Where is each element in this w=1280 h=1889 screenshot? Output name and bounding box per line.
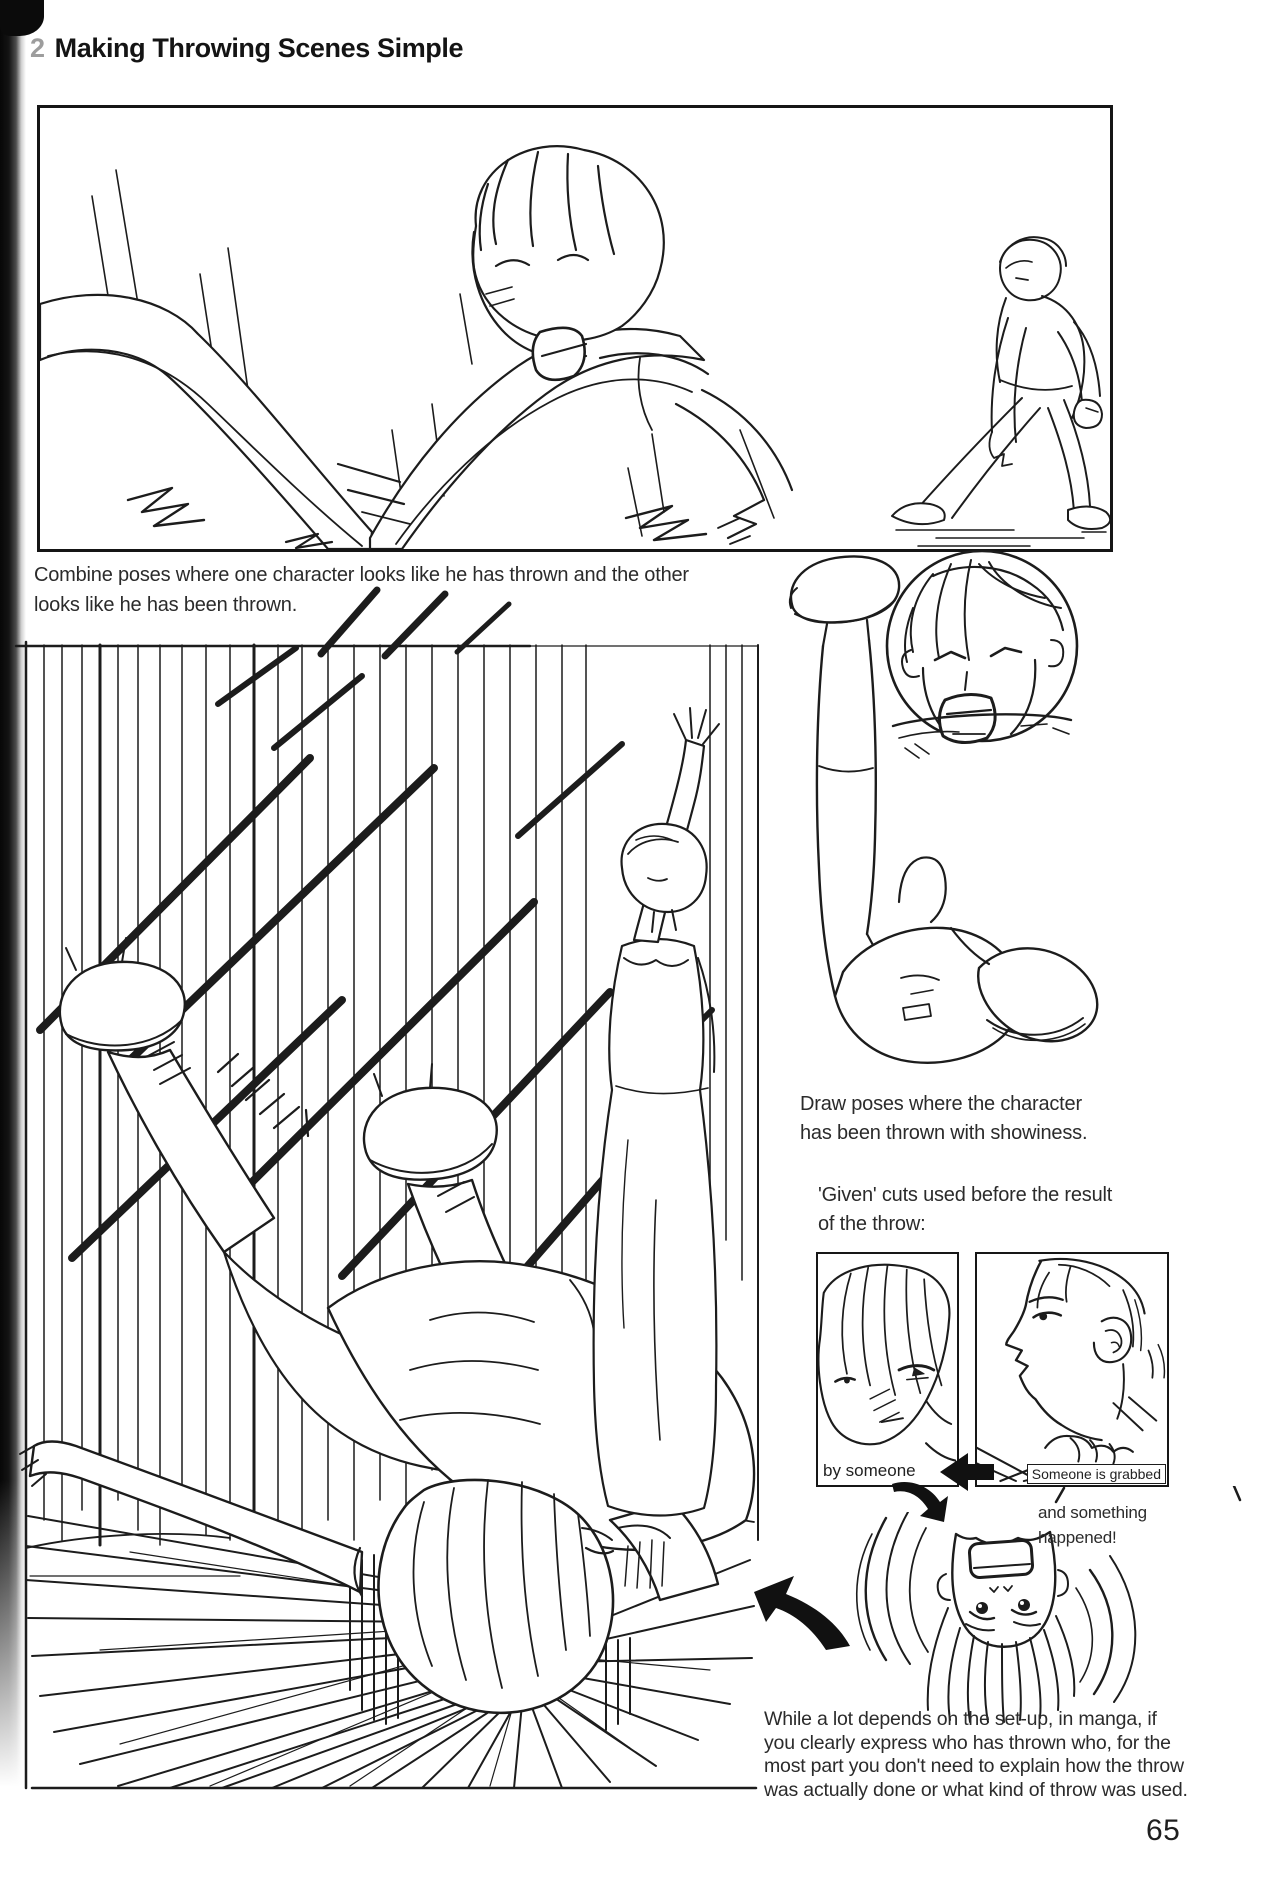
by-someone-label: by someone (821, 1461, 920, 1482)
arrow-curved-down-right-icon (892, 1482, 948, 1522)
given-cuts-line2: of the throw: (818, 1213, 926, 1235)
draw-poses-line1: Draw poses where the character (800, 1093, 1082, 1115)
chapter-number: 2 (30, 33, 45, 63)
arrow-up-left-icon (754, 1576, 850, 1650)
spin-arcs (855, 1512, 1137, 1703)
cut-panel-by-someone: by someone (816, 1252, 959, 1487)
hanging-hair-strands (926, 1607, 1076, 1723)
falling-character-illustration (788, 549, 1099, 1064)
leg-up-figure (788, 555, 1099, 1064)
shout-face-inset (885, 549, 1079, 759)
closing-line4: was actually done or what kind of throw … (764, 1778, 1188, 1801)
page-title: Making Throwing Scenes Simple (54, 33, 464, 63)
closing-paragraph: While a lot depends on the set-up, in ma… (764, 1708, 1188, 1802)
woman-looking-down-illustration (818, 1263, 956, 1462)
closing-line2: you clearly express who has thrown who, … (764, 1731, 1171, 1754)
thrown-and-thrower-illustration (40, 145, 1110, 549)
page-number: 65 (1146, 1814, 1181, 1847)
binding-shadow-blob (0, 0, 44, 36)
thrower-character (891, 236, 1110, 547)
draw-poses-line2: has been thrown with showiness. (800, 1122, 1088, 1144)
top-example-panel (37, 105, 1113, 552)
combine-caption-line1: Combine poses where one character looks … (34, 564, 689, 586)
combine-caption-line2: looks like he has been thrown. (34, 594, 298, 616)
thrower-woman-figure (592, 707, 720, 1517)
grabbed-man-profile-illustration (977, 1257, 1166, 1483)
result-caption: and something happened! (1038, 1500, 1147, 1550)
result-line1: and something (1038, 1503, 1147, 1522)
page-header: 2 Making Throwing Scenes Simple (30, 33, 464, 64)
given-cuts-caption: 'Given' cuts used before the result of t… (818, 1181, 1112, 1239)
upside-down-head-illustration (855, 1512, 1137, 1723)
draw-poses-caption: Draw poses where the character has been … (800, 1090, 1087, 1148)
caption-speed-slashes (317, 586, 512, 660)
fallen-character (40, 145, 794, 549)
combine-caption: Combine poses where one character looks … (34, 560, 689, 620)
given-cuts-line1: 'Given' cuts used before the result (818, 1184, 1113, 1206)
someone-grabbed-label: Someone is grabbed (1026, 1464, 1166, 1484)
thrown-into-wall-illustration (14, 640, 759, 1790)
closing-line1: While a lot depends on the set-up, in ma… (764, 1708, 1157, 1730)
cut-panel-someone-grabbed: Someone is grabbed (975, 1252, 1169, 1487)
result-line2: happened! (1038, 1528, 1117, 1547)
callout-tick-marks (1054, 1486, 1242, 1504)
arrow-left-icon (940, 1453, 994, 1491)
inverted-face (936, 1530, 1069, 1648)
closing-line3: most part you don't need to explain how … (764, 1755, 1184, 1777)
